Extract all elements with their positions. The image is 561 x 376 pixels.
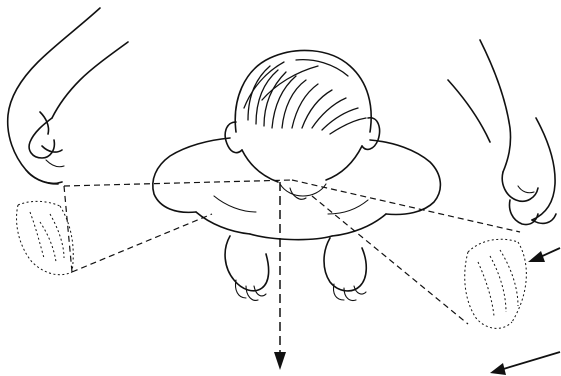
right-examiner-hand: [448, 40, 556, 225]
sight-lines: [64, 180, 520, 324]
midline-arrow: [274, 182, 286, 370]
pointer-arrow-upper: [528, 248, 560, 262]
left-examiner-hand: [8, 8, 128, 184]
child-feet: [225, 236, 366, 301]
ghost-right-hand: [465, 239, 527, 328]
child-body: [153, 138, 441, 240]
pointer-arrow-lower: [490, 352, 560, 375]
child-head: [225, 50, 379, 199]
ghost-left-hand: [17, 201, 74, 274]
